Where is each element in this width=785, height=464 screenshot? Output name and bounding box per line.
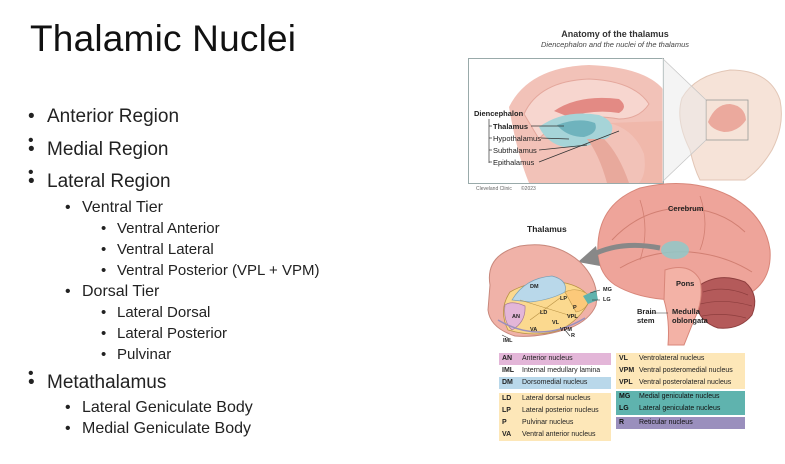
legend-abbr: DM bbox=[502, 379, 513, 386]
legend-name: Ventral anterior nucleus bbox=[522, 431, 596, 438]
nucleus-label: IML bbox=[503, 338, 513, 344]
legend-abbr: LP bbox=[502, 407, 511, 414]
nucleus-label: LP bbox=[560, 296, 568, 302]
bullet-item-level-3: Ventral Anterior bbox=[28, 218, 319, 239]
legend-name: Medial geniculate nucleus bbox=[639, 393, 720, 400]
legend-abbr: R bbox=[619, 419, 625, 426]
legend-row: VL Ventrolateral nucleus bbox=[616, 353, 745, 365]
credit-text: Cleveland Clinic bbox=[476, 186, 512, 192]
legend-row: IML Internal medullary lamina bbox=[499, 365, 611, 377]
legend-abbr: VPL bbox=[619, 379, 633, 386]
inset-heading: Diencephalon bbox=[474, 109, 524, 118]
inset-label-subthalamus: Subthalamus bbox=[493, 146, 537, 155]
bullet-item-level-2: Ventral Tier bbox=[28, 197, 319, 218]
bullet-item-level-2: Dorsal Tier bbox=[28, 281, 319, 302]
bullet-item-level-1: Metathalamus bbox=[28, 368, 319, 398]
legend-name: Anterior nucleus bbox=[522, 355, 573, 362]
legend-abbr: IML bbox=[502, 367, 515, 374]
legend-abbr: P bbox=[502, 419, 507, 426]
legend-name: Lateral geniculate nucleus bbox=[639, 405, 721, 412]
copyright-text: ©2023 bbox=[521, 186, 536, 192]
nucleus-label: P bbox=[573, 305, 577, 311]
bullet-item-level-2: Medial Geniculate Body bbox=[28, 418, 319, 439]
legend-abbr: AN bbox=[502, 355, 513, 362]
bullet-item-level-1: Medial Region bbox=[28, 135, 319, 165]
inset-label-thalamus: Thalamus bbox=[493, 122, 529, 131]
slide-title: Thalamic Nuclei bbox=[30, 18, 297, 59]
inset-leader-lines bbox=[488, 119, 620, 163]
legend-row: DM Dorsomedial nucleus bbox=[499, 377, 611, 389]
legend-row: VA Ventral anterior nucleus bbox=[499, 429, 611, 441]
legend-name: Dorsomedial nucleus bbox=[522, 379, 588, 386]
legend-row: LG Lateral geniculate nucleus bbox=[616, 403, 745, 415]
legend-name: Internal medullary lamina bbox=[522, 367, 601, 374]
nucleus-label: VPM bbox=[560, 327, 572, 333]
label-thalamus-heading: Thalamus bbox=[527, 224, 567, 234]
legend-row: VPM Ventral posteromedial nucleus bbox=[616, 365, 745, 377]
legend-name: Reticular nucleus bbox=[639, 419, 693, 426]
legend-name: Ventrolateral nucleus bbox=[639, 355, 705, 362]
legend-name: Lateral posterior nucleus bbox=[522, 407, 599, 414]
nucleus-label: R bbox=[571, 333, 575, 339]
legend-name: Pulvinar nucleus bbox=[522, 419, 574, 426]
label-brain-stem-1: Brain bbox=[637, 307, 657, 316]
label-medulla-1: Medulla bbox=[672, 307, 700, 316]
nucleus-label: VPL bbox=[567, 314, 578, 320]
nucleus-label: LD bbox=[540, 310, 548, 316]
legend-row: VPL Ventral posterolateral nucleus bbox=[616, 377, 745, 389]
nucleus-label: AN bbox=[512, 314, 520, 320]
legend-abbr: LD bbox=[502, 395, 512, 402]
bullet-item-level-1: Anterior Region bbox=[28, 102, 319, 132]
legend-abbr: LG bbox=[619, 405, 629, 412]
legend-abbr: VA bbox=[502, 431, 512, 438]
bullet-item-level-3: Ventral Posterior (VPL + VPM) bbox=[28, 260, 319, 281]
bullet-item-level-3: Lateral Posterior bbox=[28, 323, 319, 344]
bullet-item-level-2: Lateral Geniculate Body bbox=[28, 397, 319, 418]
legend-abbr: MG bbox=[619, 393, 631, 400]
figure-title: Anatomy of the thalamus bbox=[561, 29, 669, 39]
legend-name: Ventral posteromedial nucleus bbox=[639, 367, 733, 374]
inset-label-hypothalamus: Hypothalamus bbox=[493, 134, 541, 143]
bullet-item-level-3: Ventral Lateral bbox=[28, 239, 319, 260]
label-brain-stem-2: stem bbox=[637, 316, 655, 325]
legend-row: R Reticular nucleus bbox=[616, 417, 745, 429]
bullet-item-level-3: Lateral Dorsal bbox=[28, 302, 319, 323]
bullet-list: Anterior RegionMedial RegionLateral Regi… bbox=[28, 102, 319, 439]
legend-row: LD Lateral dorsal nucleus bbox=[499, 393, 611, 405]
nucleus-label: VA bbox=[530, 327, 538, 333]
legend-row: P Pulvinar nucleus bbox=[499, 417, 611, 429]
inset-label-epithalamus: Epithalamus bbox=[493, 158, 535, 167]
nucleus-label: MG bbox=[603, 287, 612, 293]
label-pons: Pons bbox=[676, 279, 695, 288]
legend-row: LP Lateral posterior nucleus bbox=[499, 405, 611, 417]
nucleus-label: LG bbox=[603, 297, 611, 303]
label-cerebrum: Cerebrum bbox=[668, 204, 704, 213]
legend-abbr: VPM bbox=[619, 367, 635, 374]
legend-abbr: VL bbox=[619, 355, 628, 362]
label-medulla-2: oblongata bbox=[672, 316, 708, 325]
bullet-item-level-1: Lateral Region bbox=[28, 167, 319, 197]
figure-subtitle: Diencephalon and the nuclei of the thala… bbox=[540, 40, 690, 49]
legend-row: AN Anterior nucleus bbox=[499, 353, 611, 365]
nucleus-label: VL bbox=[552, 320, 560, 326]
nucleus-label: DM bbox=[530, 284, 539, 290]
legend-row: MG Medial geniculate nucleus bbox=[616, 391, 745, 403]
legend-name: Ventral posterolateral nucleus bbox=[639, 379, 732, 386]
bullet-item-level-3: Pulvinar bbox=[28, 344, 319, 365]
legend-name: Lateral dorsal nucleus bbox=[522, 395, 591, 402]
diencephalon-inset: Diencephalon Thalamus Hypothalamus Subth… bbox=[468, 58, 664, 184]
